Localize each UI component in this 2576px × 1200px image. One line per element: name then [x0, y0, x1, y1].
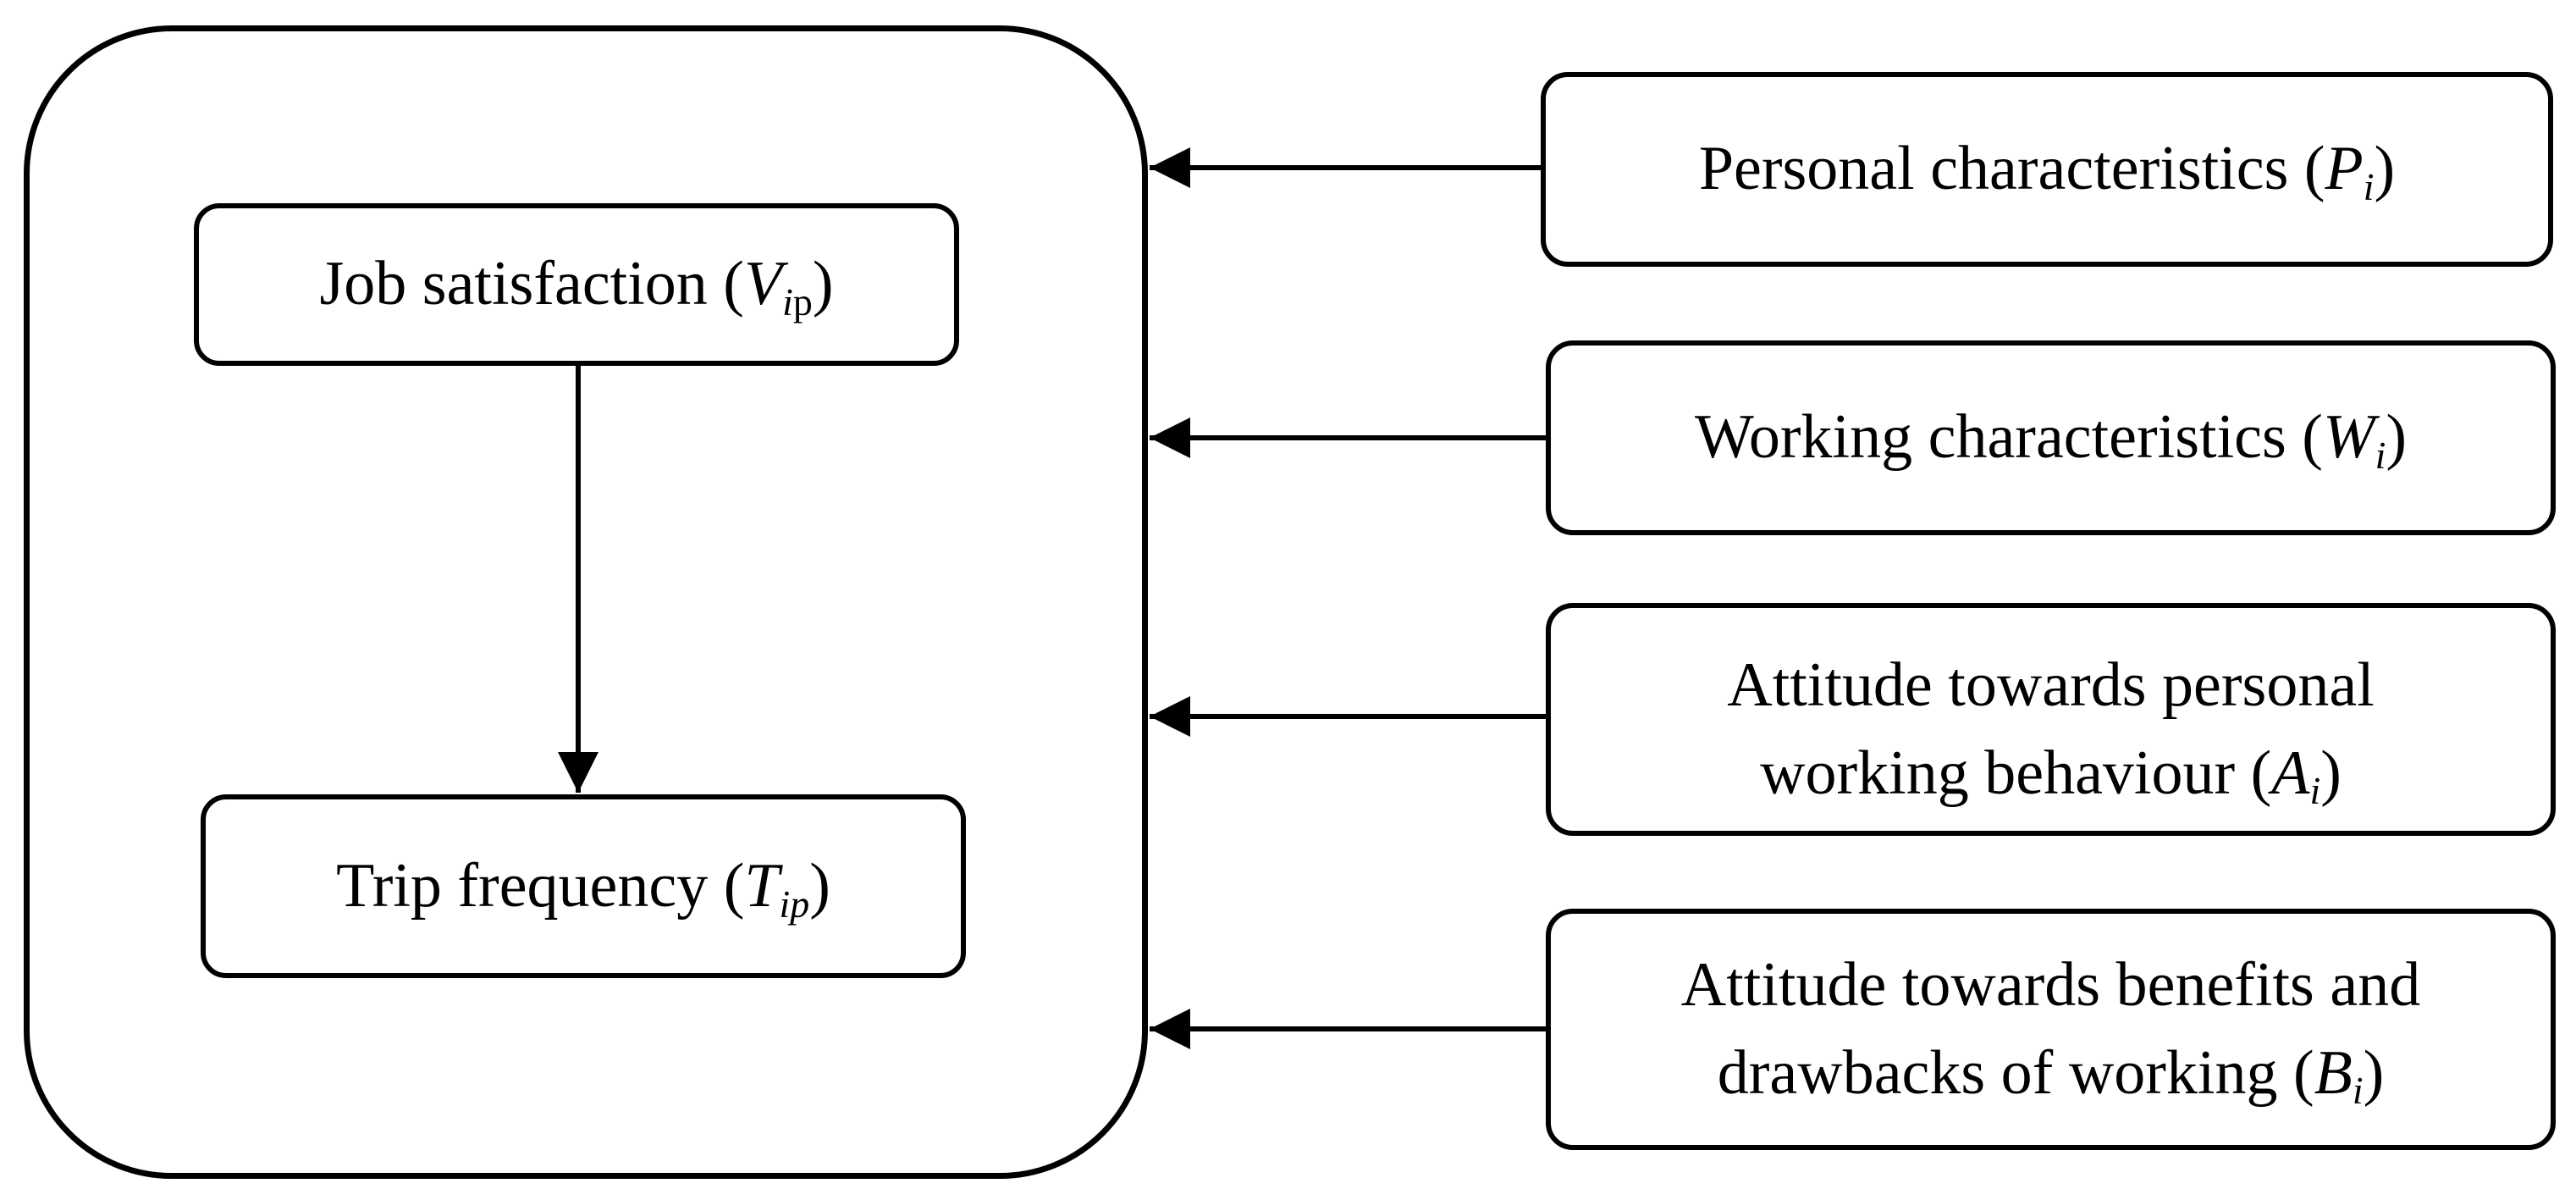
personal-characteristics-label: Personal characteristics [1698, 134, 2289, 204]
attitude-benefits-line-2: drawbacks of working [1717, 1037, 2278, 1108]
attitude-benefits-drawbacks-node: Attitude towards benefits and drawbacks … [1546, 909, 2556, 1150]
job-satisfaction-label: Job satisfaction [319, 249, 708, 319]
trip-frequency-node: Trip frequency (Tip) [201, 794, 966, 978]
trip-frequency-label: Trip frequency [336, 850, 709, 921]
attitude-personal-line-2: working behaviour [1760, 738, 2236, 808]
working-characteristics-node: Working characteristics (Wi) [1546, 340, 2556, 535]
attitude-personal-variable: (Ai) [2250, 738, 2342, 813]
personal-characteristics-variable: (Pi) [2303, 134, 2396, 209]
trip-frequency-variable: (Tip) [723, 850, 830, 926]
working-characteristics-label: Working characteristics [1694, 402, 2286, 473]
outcome-container [24, 25, 1148, 1179]
attitude-benefits-line-1: Attitude towards benefits and [1680, 949, 2421, 1020]
attitude-personal-line-1: Attitude towards personal [1727, 650, 2375, 720]
attitude-personal-working-behaviour-node: Attitude towards personal working behavi… [1546, 603, 2556, 836]
job-satisfaction-variable: (Vip) [723, 249, 834, 324]
personal-characteristics-node: Personal characteristics (Pi) [1541, 72, 2553, 267]
job-satisfaction-node: Job satisfaction (Vip) [194, 203, 959, 366]
working-characteristics-variable: (Wi) [2302, 402, 2408, 478]
attitude-benefits-variable: (Bi) [2292, 1037, 2385, 1113]
